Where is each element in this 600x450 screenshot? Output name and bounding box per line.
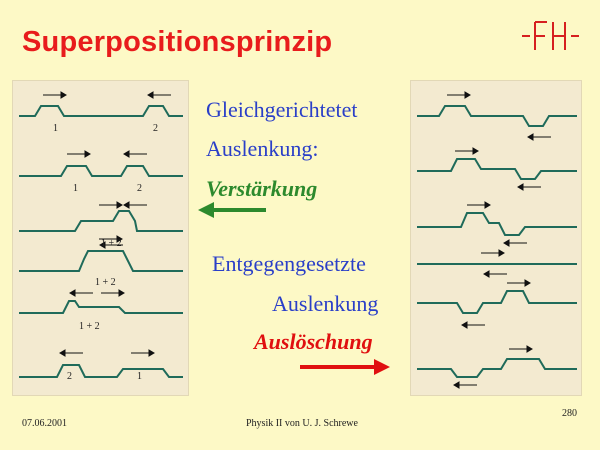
pulse-label: 2: [153, 123, 158, 134]
pulse-label: 1: [53, 123, 58, 134]
wave-row-5: [417, 290, 577, 314]
pulse-label: 1: [137, 371, 142, 382]
pulse-label: 1 + 2: [101, 238, 122, 249]
arrow-right-icon: [101, 289, 125, 297]
arrow-right-icon: [67, 150, 91, 158]
wave-row-2: [19, 165, 183, 177]
red-arrow-right-icon: [300, 359, 390, 375]
wave-row-6: [19, 364, 183, 378]
arrow-left-icon: [453, 381, 477, 389]
arrow-left-icon: [147, 91, 171, 99]
wave-row-4: [19, 250, 183, 272]
arrow-left-icon: [123, 201, 147, 209]
arrow-left-icon: [99, 241, 123, 249]
constructive-wave-diagram: 1 2 1 2 1 + 2 1 + 2 1 + 2 2 1: [19, 91, 183, 382]
arrow-right-icon: [481, 249, 505, 257]
wave-row-1: [417, 105, 577, 127]
arrow-left-icon: [483, 270, 507, 278]
arrow-left-icon: [503, 239, 527, 247]
arrow-right-icon: [509, 345, 533, 353]
arrow-left-icon: [123, 150, 147, 158]
pulse-label: 1 + 2: [95, 277, 116, 288]
arrow-left-icon: [527, 133, 551, 141]
arrow-right-icon: [455, 147, 479, 155]
arrow-right-icon: [447, 91, 471, 99]
footer-author: Physik II von U. J. Schrewe: [246, 418, 358, 429]
pulse-label: 1 + 2: [79, 321, 100, 332]
fh-logo: FH: [522, 21, 579, 50]
arrow-right-icon: [99, 235, 123, 243]
constructive-interference-panel: 1 2 1 2 1 + 2 1 + 2 1 + 2 2 1: [12, 80, 189, 396]
arrow-right-icon: [43, 91, 67, 99]
amplification-label: Verstärkung: [206, 176, 318, 201]
wave-row-1: [19, 105, 183, 117]
arrow-left-icon: [69, 289, 93, 297]
arrow-left-icon: [461, 321, 485, 329]
destructive-interference-panel: [410, 80, 582, 396]
wave-row-2: [417, 158, 577, 180]
pulse-label: 2: [67, 371, 72, 382]
arrow-right-icon: [467, 201, 491, 209]
arrow-left-icon: [59, 349, 83, 357]
same-direction-label: Gleichgerichtetet: [206, 97, 358, 122]
wave-row-3: [417, 212, 577, 236]
pulse-label: 1: [73, 183, 78, 194]
arrow-right-icon: [131, 349, 155, 357]
page-number: 280: [562, 408, 577, 419]
arrow-right-icon: [507, 279, 531, 287]
arrow-left-icon: [517, 183, 541, 191]
opposite-direction-label-2: Auslenkung: [272, 291, 379, 316]
destructive-wave-diagram: [417, 91, 577, 389]
wave-row-6: [417, 358, 577, 378]
wave-row-3: [19, 210, 183, 232]
opposite-direction-label: Entgegengesetzte: [212, 251, 366, 276]
wave-row-5: [19, 300, 183, 314]
arrow-right-icon: [99, 201, 123, 209]
green-arrow-left-icon: [198, 202, 266, 218]
footer-date: 07.06.2001: [22, 418, 67, 429]
same-direction-label-2: Auslenkung:: [206, 136, 319, 161]
pulse-label: 2: [137, 183, 142, 194]
slide-title: Superpositionsprinzip: [22, 26, 333, 58]
cancellation-label: Auslöschung: [254, 329, 373, 354]
